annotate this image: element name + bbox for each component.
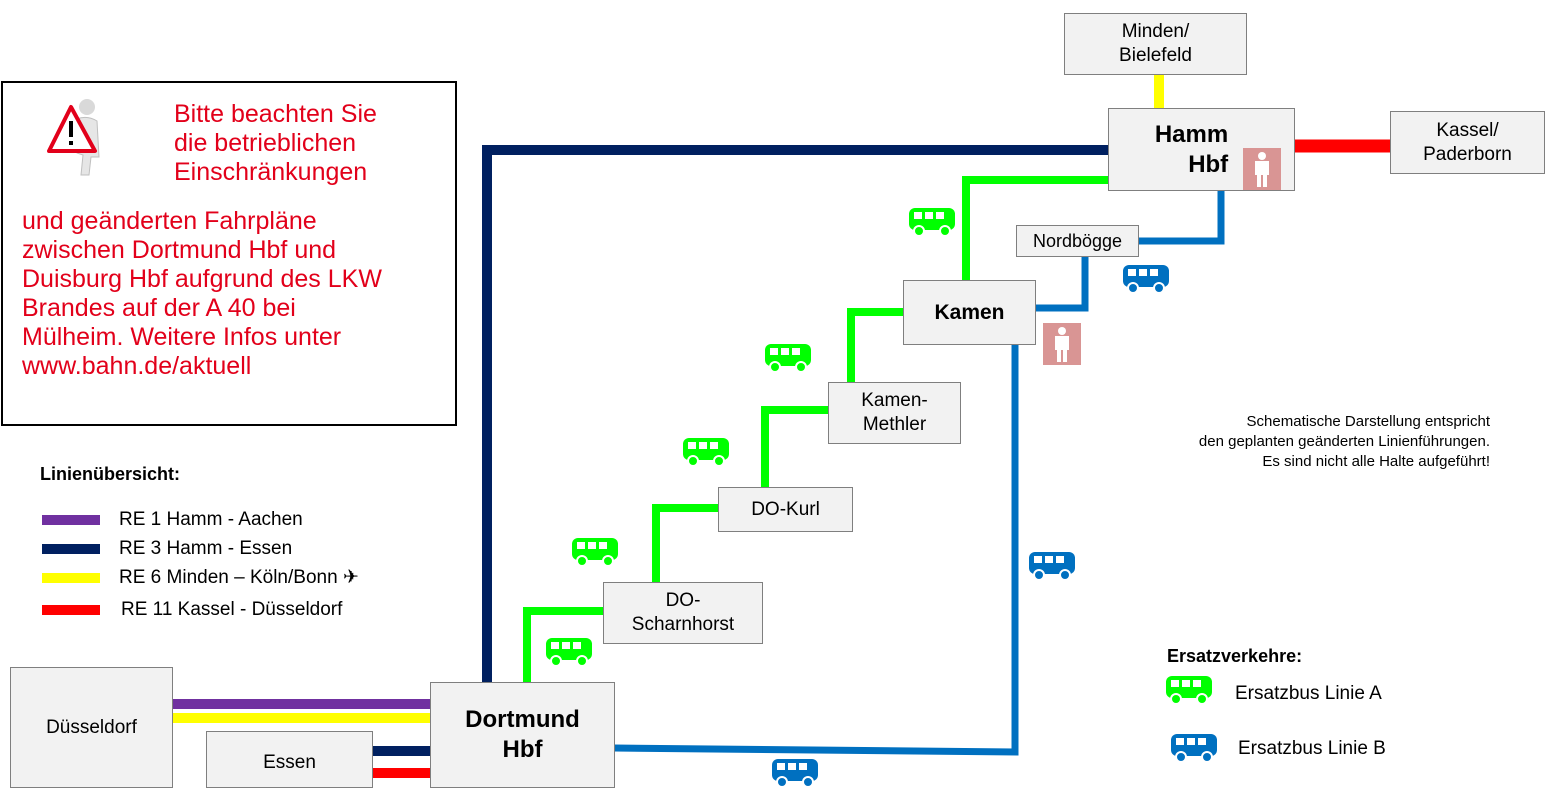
bus-line-b: [1035, 250, 1089, 312]
station-duesseldorf: Düsseldorf: [10, 667, 173, 788]
ersatz-item-a: Ersatzbus Linie A: [1235, 683, 1382, 704]
warning-figure-icon: [47, 99, 100, 176]
station-do-scharnhorst: DO- Scharnhorst: [603, 582, 763, 644]
bus-icon: [772, 759, 818, 788]
station-minden-bielefeld: Minden/ Bielefeld: [1064, 13, 1247, 75]
bus-icon: [572, 538, 618, 567]
legend-swatch-re6: [42, 573, 100, 583]
bus-icon: [546, 638, 592, 667]
station-essen: Essen: [206, 731, 373, 788]
bus-line-b: [613, 345, 1019, 756]
bus-line-b: [1138, 190, 1225, 245]
notice-text-body: und geänderten Fahrpläne zwischen Dortmu…: [22, 207, 382, 380]
notice-box: Bitte beachten Sie die betrieblichen Ein…: [1, 81, 457, 426]
station-kamen: Kamen: [903, 280, 1036, 345]
station-dortmund-hbf: Dortmund Hbf: [430, 682, 615, 788]
toilet-person-icon: [1243, 148, 1281, 190]
station-hamm-label: Hamm Hbf: [1154, 120, 1229, 178]
legend-item-re3: RE 3 Hamm - Essen: [119, 538, 293, 559]
station-do-kurl: DO-Kurl: [718, 487, 853, 532]
bus-icon: [1029, 552, 1075, 581]
toilet-person-icon: [1043, 323, 1081, 365]
bus-icon: [683, 438, 729, 467]
bus-icon: [765, 344, 811, 373]
legend-item-re6: RE 6 Minden – Köln/Bonn ✈: [119, 567, 359, 588]
bus-line-a: [962, 176, 1108, 280]
legend-title: Linienübersicht:: [40, 464, 181, 484]
station-kassel-paderborn: Kassel/ Paderborn: [1390, 111, 1545, 174]
legend-item-re11: RE 11 Kassel - Düsseldorf: [121, 599, 343, 620]
bus-icon: [909, 208, 955, 237]
bus-line-a: [523, 607, 603, 682]
legend-swatch-re3: [42, 544, 100, 554]
schematic-note: Schematische Darstellung entspricht den …: [1198, 413, 1490, 470]
ersatz-item-b: Ersatzbus Linie B: [1238, 738, 1386, 759]
legend-swatch-re11: [42, 605, 100, 615]
bus-line-a: [652, 504, 718, 582]
notice-text-indented: Bitte beachten Sie die betrieblichen Ein…: [174, 100, 377, 186]
station-nordboegge: Nordbögge: [1016, 225, 1139, 257]
ersatz-title: Ersatzverkehre:: [1167, 646, 1303, 666]
bus-line-a: [847, 308, 903, 382]
bus-icon: [1171, 734, 1217, 763]
line-re3: [482, 145, 1108, 682]
station-kamen-methler: Kamen- Methler: [828, 382, 961, 444]
legend-item-re1: RE 1 Hamm - Aachen: [119, 509, 303, 530]
legend-swatch-re1: [42, 515, 100, 525]
bus-line-a: [761, 406, 828, 487]
bus-icon: [1123, 265, 1169, 294]
bus-icon: [1166, 676, 1212, 705]
